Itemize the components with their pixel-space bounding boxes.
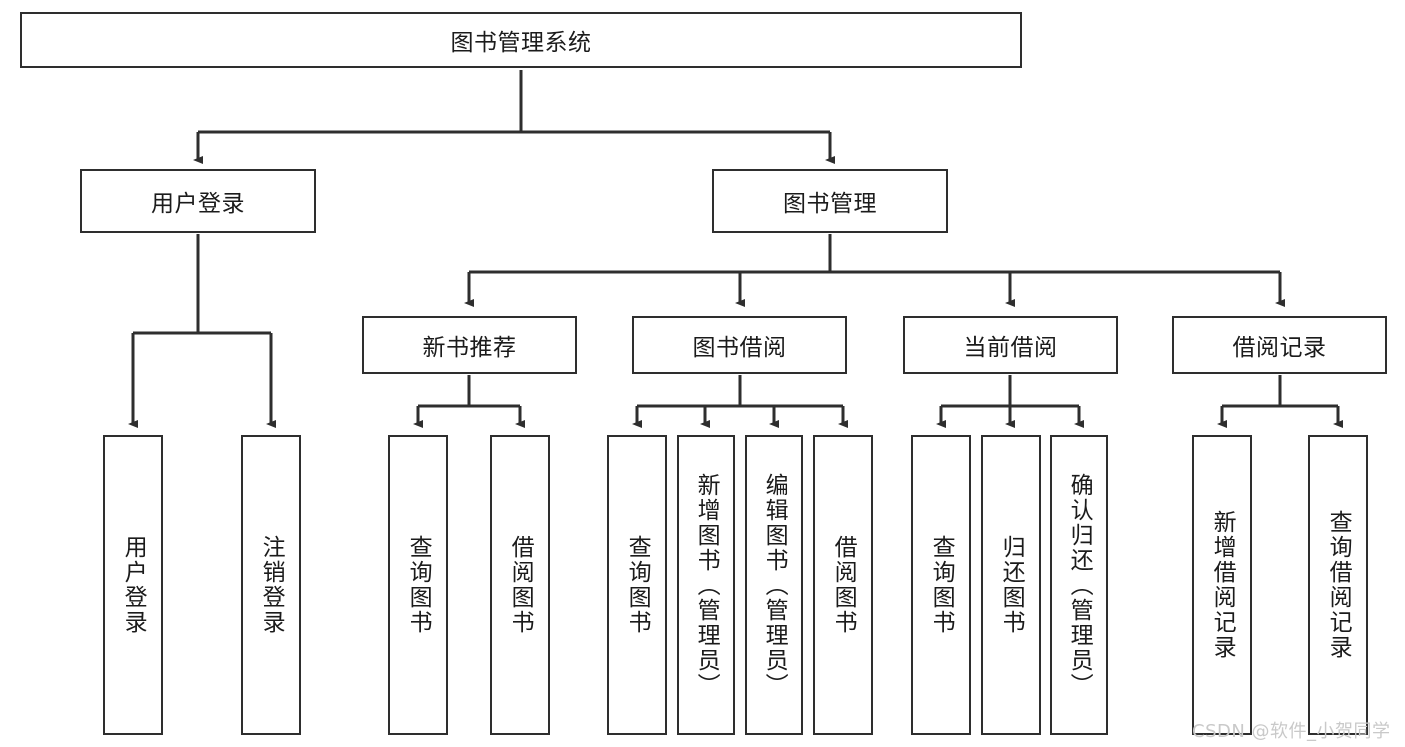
csdn-watermark: CSDN @软件_小贺同学 [1192,721,1391,742]
leaf-recommend-borrow-book[interactable]: 借阅图书 [490,435,550,735]
node-user-login[interactable]: 用户登录 [80,169,316,233]
leaf-borrow-add-book-admin[interactable]: 新增图书（管理员） [677,435,735,735]
leaf-current-return-book[interactable]: 归还图书 [981,435,1041,735]
node-label: 用户登录 [151,191,245,217]
node-label: 借阅图书 [507,535,534,635]
leaf-borrow-edit-book-admin[interactable]: 编辑图书（管理员） [745,435,803,735]
node-label: 新增图书（管理员） [693,472,720,698]
node-root-system[interactable]: 图书管理系统 [20,12,1022,68]
node-label: 归还图书 [998,535,1025,635]
node-label: 查询图书 [624,535,651,635]
node-label: 新书推荐 [422,335,517,361]
leaf-borrow-query-book[interactable]: 查询图书 [607,435,667,735]
node-new-book-recommend[interactable]: 新书推荐 [362,316,577,374]
leaf-current-confirm-return-admin[interactable]: 确认归还（管理员） [1050,435,1108,735]
node-label: 查询借阅记录 [1325,510,1352,660]
node-label: 图书管理系统 [450,30,592,56]
node-label: 借阅记录 [1232,335,1327,361]
leaf-record-add-record[interactable]: 新增借阅记录 [1192,435,1252,735]
node-label: 查询图书 [405,535,432,635]
node-label: 注销登录 [258,535,285,635]
node-label: 确认归还（管理员） [1066,472,1093,698]
leaf-recommend-query-book[interactable]: 查询图书 [388,435,448,735]
node-label: 借阅图书 [830,535,857,635]
leaf-user-login-login[interactable]: 用户登录 [103,435,163,735]
node-borrow-record[interactable]: 借阅记录 [1172,316,1387,374]
node-label: 编辑图书（管理员） [761,472,788,698]
node-label: 当前借阅 [963,335,1058,361]
leaf-borrow-borrow-book[interactable]: 借阅图书 [813,435,873,735]
node-label: 新增借阅记录 [1209,510,1236,660]
leaf-record-query-record[interactable]: 查询借阅记录 [1308,435,1368,735]
node-book-management[interactable]: 图书管理 [712,169,948,233]
node-label: 查询图书 [928,535,955,635]
node-label: 用户登录 [120,535,147,635]
node-book-borrow[interactable]: 图书借阅 [632,316,847,374]
node-label: 图书管理 [783,191,877,217]
leaf-user-login-logout[interactable]: 注销登录 [241,435,301,735]
node-label: 图书借阅 [692,335,787,361]
node-current-borrow[interactable]: 当前借阅 [903,316,1118,374]
leaf-current-query-book[interactable]: 查询图书 [911,435,971,735]
